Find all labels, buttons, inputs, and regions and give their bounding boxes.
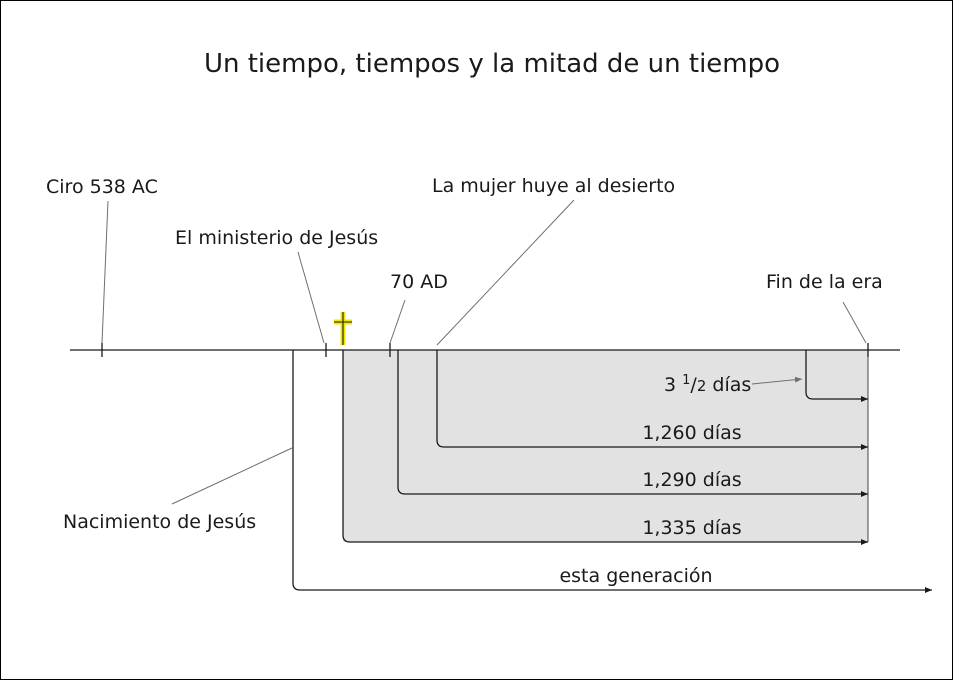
label-nacimiento: Nacimiento de Jesús: [63, 511, 256, 533]
diagram-title: Un tiempo, tiempos y la mitad de un tiem…: [204, 49, 780, 79]
bracket-1335-dias: [342, 350, 868, 545]
pointer-nacimiento: [171, 447, 293, 505]
label-3-5-dias: 3 1/2 días: [664, 373, 751, 396]
label-esta-generacion: esta generación: [559, 565, 712, 587]
bracket-1260-dias: [436, 350, 868, 450]
label-1335-dias: 1,335 días: [642, 517, 741, 539]
bracket-1290-dias: [397, 350, 868, 497]
pointer-3-5-dias: [751, 376, 803, 385]
label-1290-dias: 1,290 días: [642, 469, 741, 491]
pointer-mujer: [436, 199, 575, 346]
label-ministerio: El ministerio de Jesús: [175, 227, 378, 249]
label-mujer: La mujer huye al desierto: [432, 175, 675, 197]
shaded-period-region: [343, 350, 868, 542]
bracket-3-5-dias: [805, 350, 868, 402]
pointer-70ad: [389, 299, 406, 344]
pointer-ciro: [101, 200, 109, 344]
label-ciro: Ciro 538 AC: [46, 176, 158, 198]
pointer-ministerio: [297, 251, 325, 344]
label-1260-dias: 1,260 días: [642, 422, 741, 444]
cross-icon: [334, 312, 352, 345]
bracket-esta-generacion: [292, 350, 932, 593]
label-70ad: 70 AD: [390, 271, 448, 293]
label-fin: Fin de la era: [766, 271, 883, 293]
pointer-fin: [842, 301, 867, 344]
